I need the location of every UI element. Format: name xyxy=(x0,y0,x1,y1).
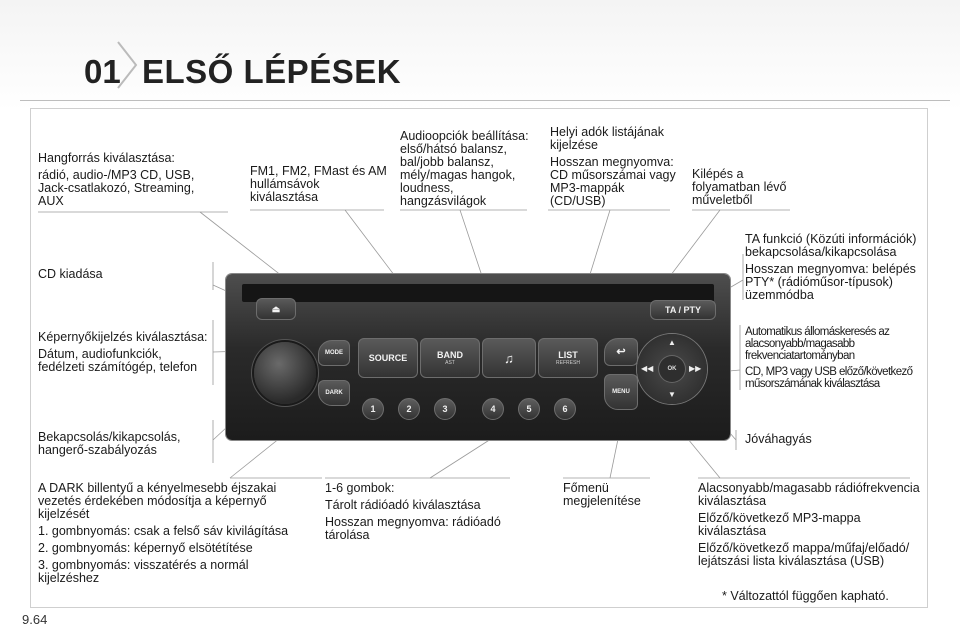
preset-button-1[interactable]: 1 xyxy=(362,398,384,420)
dark-button[interactable]: DARK xyxy=(318,380,350,406)
band-label: BAND xyxy=(437,349,463,360)
header-divider xyxy=(20,100,950,101)
source-button[interactable]: SOURCE xyxy=(358,338,418,378)
footnote: * Változattól függően kapható. xyxy=(722,589,889,603)
menu-label: MENU xyxy=(612,388,630,395)
content-frame xyxy=(30,108,928,608)
menu-button[interactable]: MENU xyxy=(604,374,638,410)
audio-settings-button[interactable]: ♫ xyxy=(482,338,536,378)
radio-unit: ⏏ TA / PTY MODE DARK SOURCE BAND AST ♫ L… xyxy=(226,274,730,440)
ok-button[interactable]: OK xyxy=(659,356,685,382)
mode-button[interactable]: MODE xyxy=(318,340,350,366)
page-number: 9.64 xyxy=(22,612,48,627)
label-source: Hangforrás kiválasztása:rádió, audio-/MP… xyxy=(38,151,195,208)
music-note-icon: ♫ xyxy=(504,350,514,366)
band-button[interactable]: BAND AST xyxy=(420,338,480,378)
fast-forward-icon[interactable]: ▶▶ xyxy=(689,364,702,373)
page-title: ELSŐ LÉPÉSEK xyxy=(142,53,402,90)
label-back: Kilépés a folyamatban lévő műveletből xyxy=(692,167,787,207)
power-volume-knob[interactable] xyxy=(254,342,316,404)
label-updown: Alacsonyabb/magasabb rádiófrekvencia kiv… xyxy=(698,481,920,568)
label-dark: A DARK billentyű a kényelmesebb éjszakai… xyxy=(38,481,289,585)
preset-button-2[interactable]: 2 xyxy=(398,398,420,420)
chapter-number: 01 xyxy=(84,53,121,90)
band-sublabel: AST xyxy=(445,359,455,366)
arrow-down-icon[interactable]: ▼ xyxy=(668,390,676,399)
preset-button-4[interactable]: 4 xyxy=(482,398,504,420)
chevron-icon xyxy=(117,41,138,89)
ta-pty-button[interactable]: TA / PTY xyxy=(650,300,716,320)
label-audio: Audioopciók beállítása: első/hátsó balan… xyxy=(400,129,529,208)
label-seek: Automatikus állomáskeresés az alacsonyab… xyxy=(745,326,913,390)
preset-button-3[interactable]: 3 xyxy=(434,398,456,420)
label-menu: Főmenü megjelenítése xyxy=(563,481,641,508)
back-button[interactable]: ↩ xyxy=(604,338,638,366)
preset-button-5[interactable]: 5 xyxy=(518,398,540,420)
rewind-icon[interactable]: ◀◀ xyxy=(641,364,654,373)
cd-slot xyxy=(242,284,714,302)
eject-icon: ⏏ xyxy=(271,303,281,314)
mode-label: MODE xyxy=(325,349,343,356)
eject-button[interactable]: ⏏ xyxy=(256,298,296,320)
back-arrow-icon: ↩ xyxy=(616,345,626,358)
preset-button-6[interactable]: 6 xyxy=(554,398,576,420)
source-label: SOURCE xyxy=(368,352,408,363)
ta-pty-label: TA / PTY xyxy=(665,304,701,315)
list-button[interactable]: LIST REFRESH xyxy=(538,338,598,378)
dark-label: DARK xyxy=(325,389,343,396)
label-eject: CD kiadása xyxy=(38,267,103,281)
header-background xyxy=(0,0,960,110)
label-mode: Képernyőkijelzés kiválasztása:Dátum, aud… xyxy=(38,330,208,374)
label-ok: Jóváhagyás xyxy=(745,432,812,446)
label-band: FM1, FM2, FMast és AM hullámsávok kivála… xyxy=(250,164,387,204)
list-label: LIST xyxy=(558,349,578,360)
label-ta: TA funkció (Közúti információk) bekapcso… xyxy=(745,232,917,302)
list-sublabel: REFRESH xyxy=(556,359,580,366)
arrow-up-icon[interactable]: ▲ xyxy=(668,338,676,347)
label-power: Bekapcsolás/kikapcsolás, hangerő-szabály… xyxy=(38,430,181,457)
navigation-dpad: ▲ ▼ ◀◀ ▶▶ OK xyxy=(637,334,707,404)
